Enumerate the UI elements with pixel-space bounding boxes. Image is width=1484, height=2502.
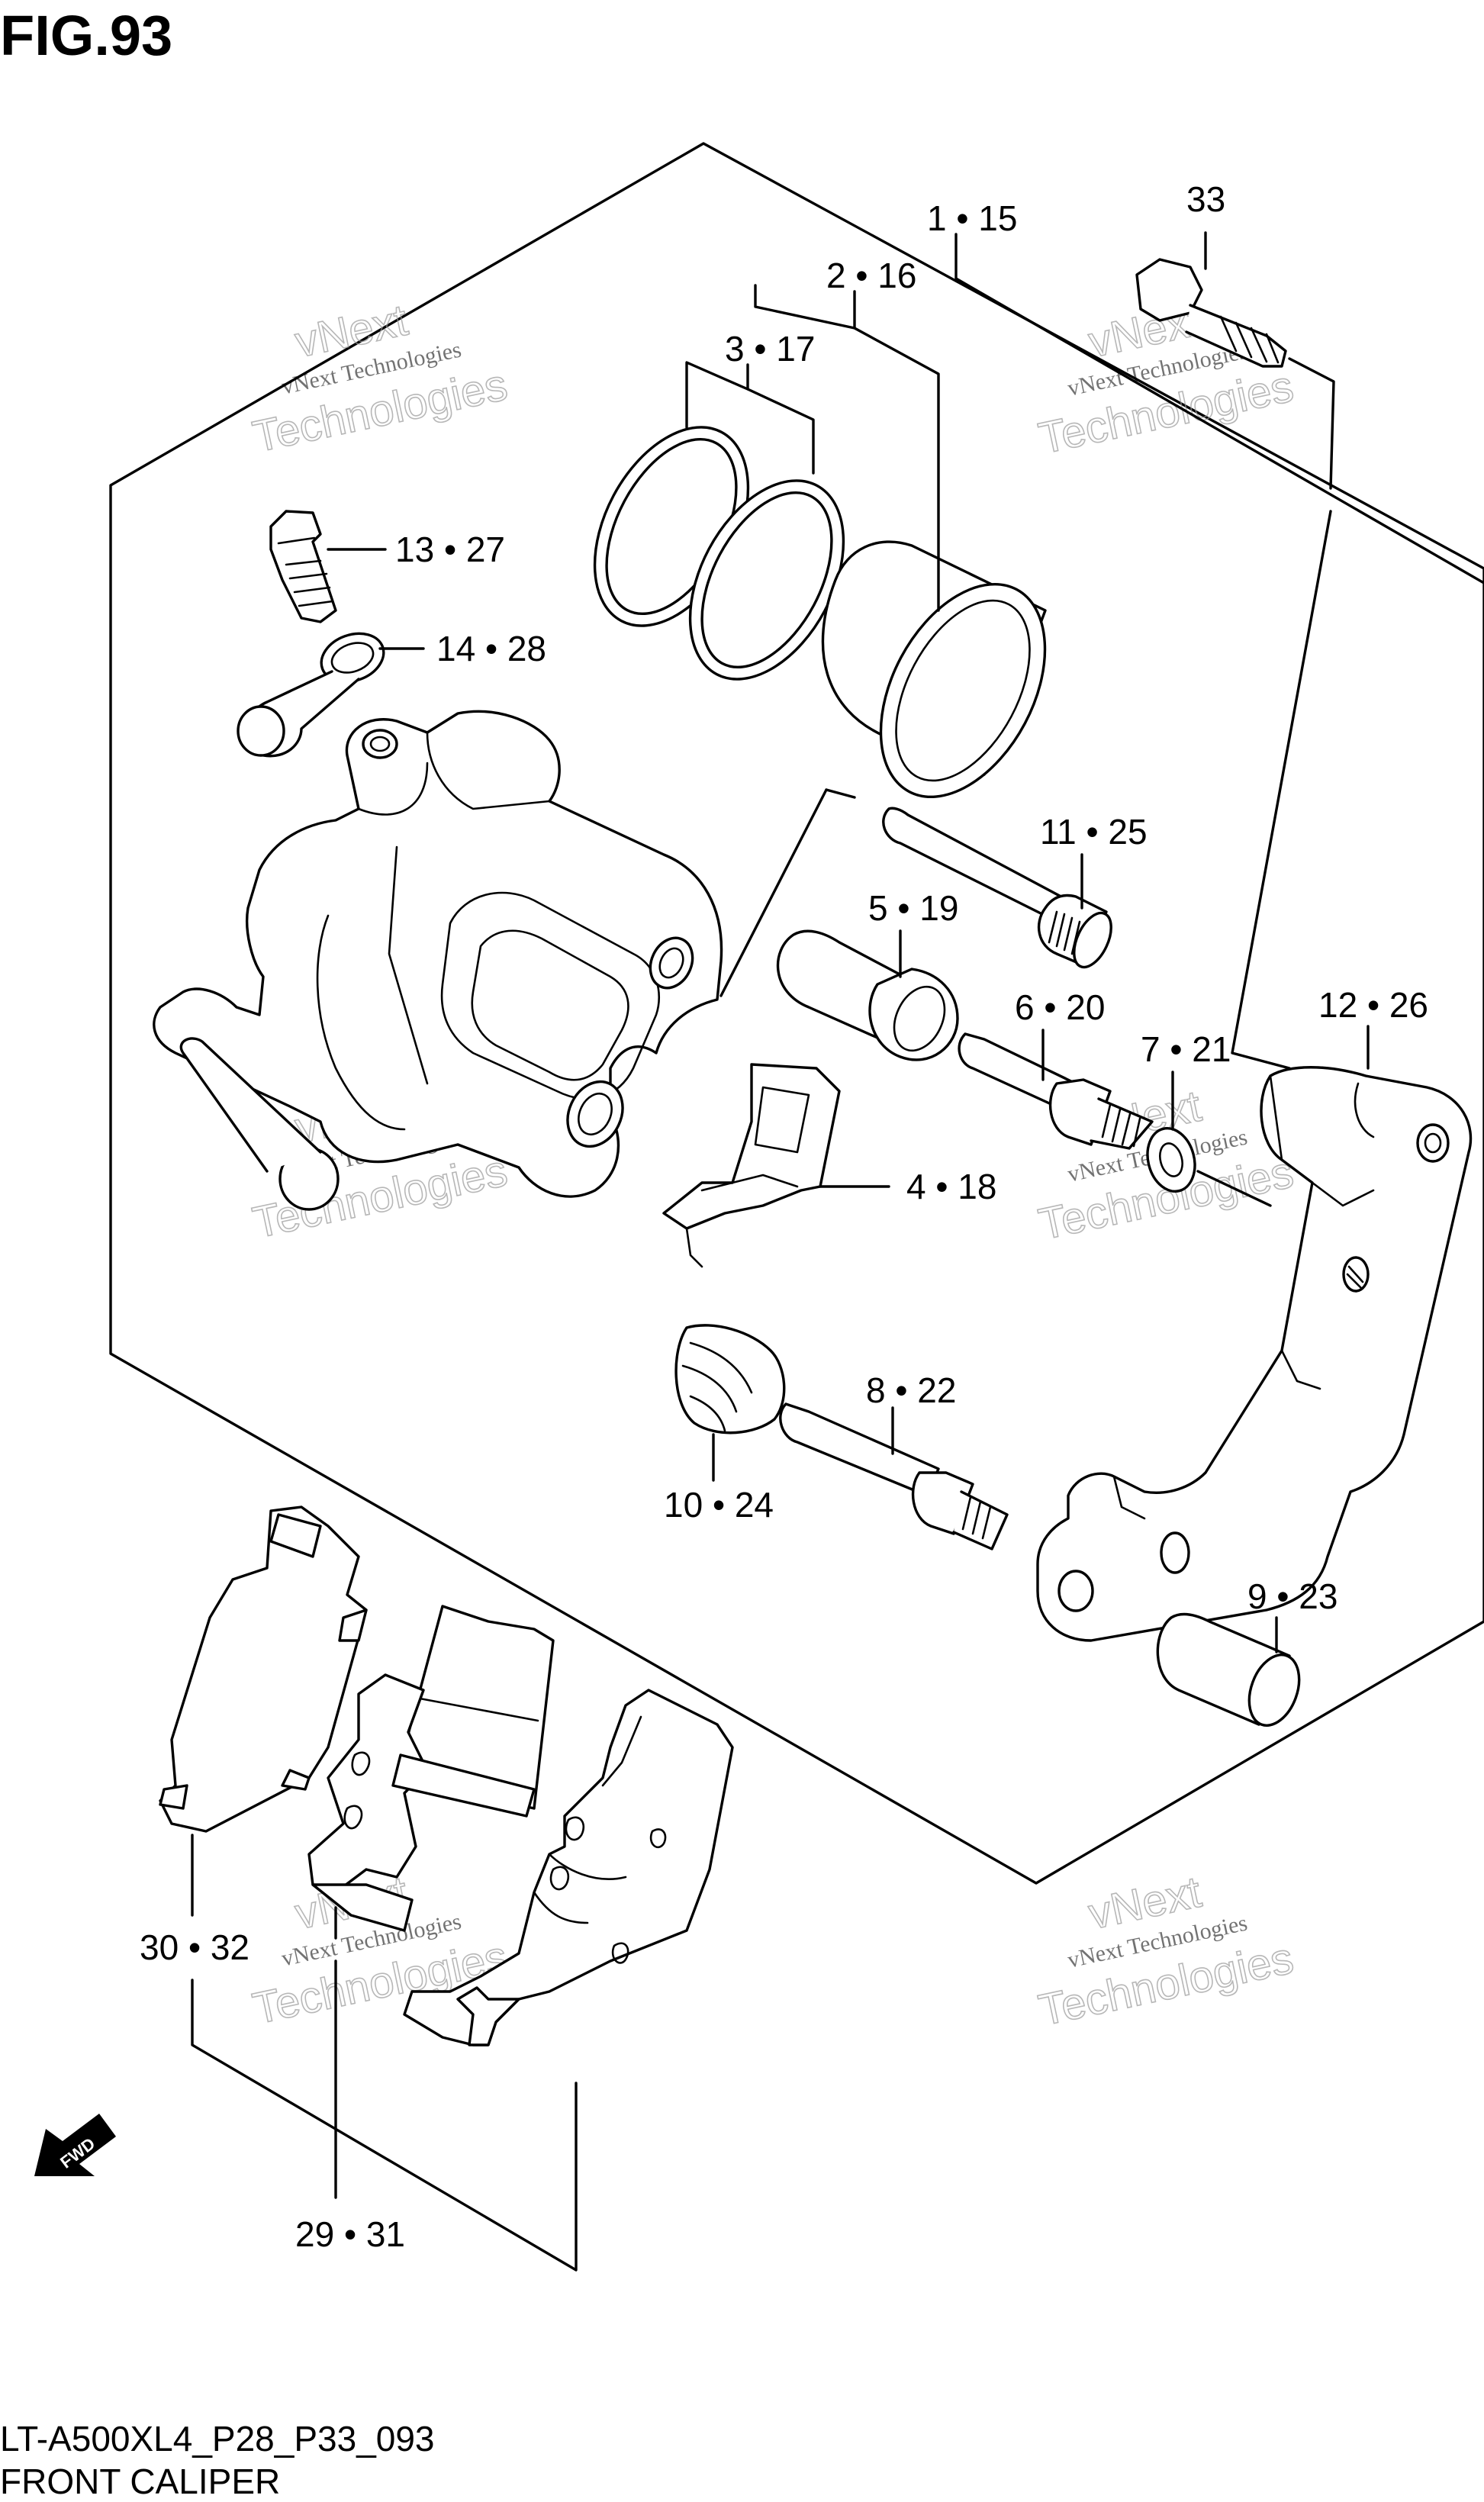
callout-11-25: 11 • 25 [1040, 812, 1148, 852]
callout-13-27: 13 • 27 [395, 530, 505, 569]
callout-30-32: 30 • 32 [140, 1927, 249, 1967]
callout-6-20: 6 • 20 [1015, 987, 1105, 1027]
assembly-outline [109, 142, 1484, 1885]
watermark-1: vNext Technologies Technologies vNext [248, 295, 512, 462]
pad-shim [403, 1689, 734, 2046]
callout-9-23: 9 • 23 [1247, 1576, 1338, 1616]
watermark-2: vNext Technologies Technologies vNext [1034, 295, 1298, 464]
caliper-piston [821, 540, 1047, 799]
callout-10-24: 10 • 24 [664, 1485, 774, 1525]
pin-boot [674, 1324, 786, 1435]
callout-8-22: 8 • 22 [866, 1370, 956, 1410]
callout-2-16: 2 • 16 [826, 256, 916, 295]
brake-pad-inner [307, 1605, 555, 1932]
callout-3-17: 3 • 17 [725, 329, 815, 369]
bleeder-cap [237, 632, 385, 758]
pad-spring [662, 1063, 841, 1268]
forward-arrow-icon: FWD [34, 2114, 116, 2176]
slide-pin-bushing [776, 929, 959, 1061]
callout-1-15: 1 • 15 [927, 198, 1017, 238]
callout-29-31: 29 • 31 [295, 2214, 405, 2254]
callout-labels: 1 • 15 2 • 16 3 • 17 33 13 • 27 14 • 28 … [140, 179, 1428, 2254]
watermark-6: vNext Technologies Technologies vNext [1034, 1866, 1298, 2036]
slide-pin-upper [882, 807, 1112, 969]
brake-pad-outer [159, 1505, 368, 1833]
mounting-bolt [1135, 258, 1287, 368]
callout-14-28: 14 • 28 [436, 629, 546, 668]
callout-7-21: 7 • 21 [1141, 1029, 1231, 1069]
piston-seal-inner [688, 479, 845, 681]
bleeder-valve [269, 510, 337, 623]
callout-4-18: 4 • 18 [906, 1167, 996, 1206]
caliper-bracket [1036, 1066, 1473, 1642]
slide-pin-middle [958, 1032, 1154, 1150]
slide-pin-lower [779, 1402, 1009, 1550]
footer-code: LT-A500XL4_P28_P33_093 [0, 2419, 435, 2459]
callout-5-19: 5 • 19 [868, 888, 958, 928]
leader-lines [191, 231, 1484, 2272]
bracket-sleeve [1156, 1612, 1301, 1727]
footer-name: FRONT CALIPER [0, 2462, 280, 2501]
figure-title: FIG.93 [0, 4, 172, 67]
callout-33: 33 [1186, 179, 1225, 219]
callout-12-26: 12 • 26 [1318, 985, 1428, 1025]
caliper-body [153, 710, 723, 1211]
washer [1146, 1126, 1196, 1193]
